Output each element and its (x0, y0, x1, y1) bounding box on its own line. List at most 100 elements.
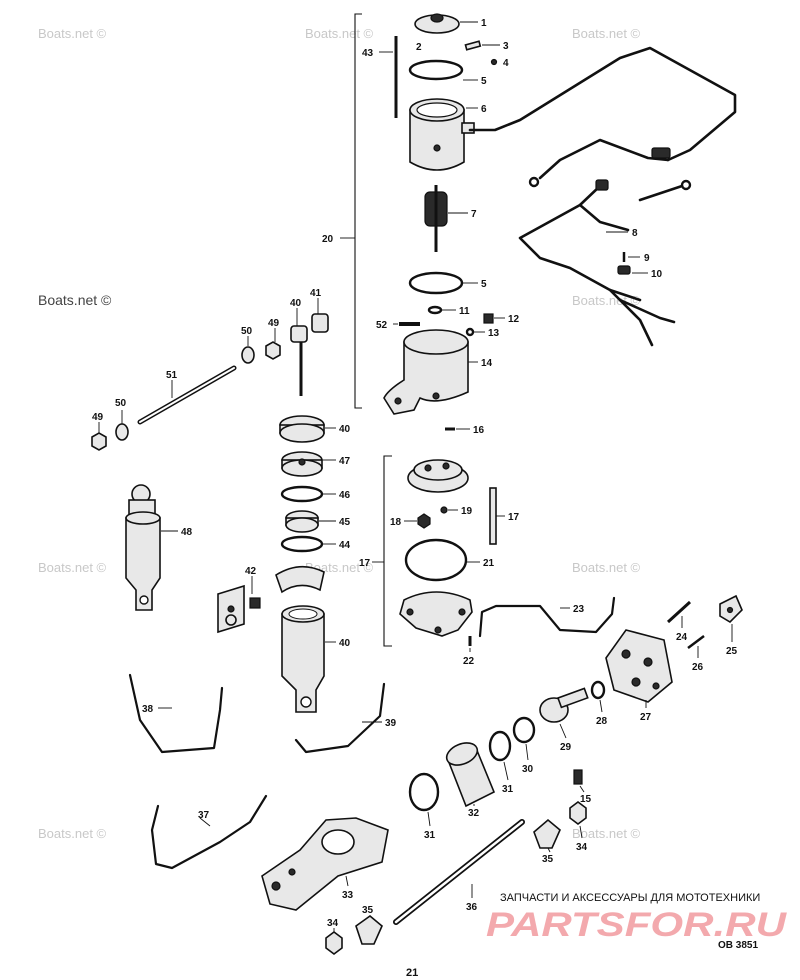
pivot-hardware (91, 298, 329, 451)
callout-labels: 1 2 3 4 5 6 43 7 20 8 9 10 5 11 41 40 49… (92, 18, 738, 929)
callout-number: 34 (576, 842, 588, 853)
callout-number: 39 (385, 718, 397, 729)
washer (115, 423, 129, 441)
washer (427, 305, 443, 315)
callout-number: 3 (503, 41, 509, 52)
bracket-17 (383, 455, 392, 647)
o-ring (488, 730, 512, 762)
motor-housing (409, 109, 465, 171)
callout-number: 21 (483, 558, 495, 569)
callout-number: 15 (580, 794, 592, 805)
screw (490, 58, 498, 66)
bracket-20 (354, 13, 362, 409)
callout-number: 43 (362, 48, 374, 59)
o-ring (280, 535, 324, 553)
callout-number: 31 (424, 830, 436, 841)
o-ring (404, 538, 468, 582)
callout-number: 52 (376, 320, 388, 331)
callout-number: 50 (115, 398, 127, 409)
shop-tagline: ЗАПЧАСТИ И АКСЕССУАРЫ ДЛЯ МОТОТЕХНИКИ (500, 892, 760, 904)
callout-number: 12 (508, 314, 520, 325)
o-ring (512, 716, 536, 744)
brush-spring (464, 40, 482, 51)
trim-components (393, 594, 743, 925)
callout-number: 18 (390, 517, 402, 528)
callout-number: 51 (166, 370, 178, 381)
o-ring (590, 680, 606, 700)
nut (417, 513, 431, 529)
bushing (533, 818, 561, 849)
callout-number: 35 (542, 854, 554, 865)
shop-banner: ЗАПЧАСТИ И АКСЕССУАРЫ ДЛЯ МОТОТЕХНИКИ PA… (486, 892, 788, 944)
callout-number: 10 (651, 269, 663, 280)
callout-number: 29 (560, 742, 572, 753)
nut (569, 801, 587, 825)
hydraulic-line-37 (150, 794, 268, 870)
callout-number: 28 (596, 716, 608, 727)
callout-number: 42 (245, 566, 257, 577)
callout-number: 32 (468, 808, 480, 819)
motor-assembly (340, 13, 505, 431)
callout-number: 31 (502, 784, 514, 795)
callout-number: 11 (459, 306, 470, 317)
callout-number: 25 (726, 646, 738, 657)
link (290, 325, 308, 343)
nut (265, 341, 281, 360)
shock-absorber (125, 484, 178, 611)
washer (241, 346, 255, 364)
nut (325, 931, 343, 955)
callout-number: 40 (290, 298, 302, 309)
callout-number: 46 (339, 490, 351, 501)
ground-wire (538, 138, 670, 180)
page-number: 21 (406, 967, 418, 979)
hydraulic-line-39 (294, 682, 386, 754)
callout-number: 49 (268, 318, 280, 329)
callout-number: 35 (362, 905, 374, 916)
callout-number: 41 (310, 288, 322, 299)
fitting (573, 769, 583, 785)
callout-number: 26 (692, 662, 704, 673)
o-ring (408, 271, 464, 295)
watermark: Boats.net © (305, 26, 374, 41)
valve (489, 487, 497, 545)
callout-number: 22 (463, 656, 475, 667)
bushing (355, 914, 383, 945)
callout-number: 36 (466, 902, 478, 913)
pump-assembly (372, 455, 505, 652)
o-ring (280, 485, 324, 503)
callout-number: 49 (92, 412, 104, 423)
diagram-code: OB 3851 (718, 940, 758, 951)
stern-bracket (261, 817, 389, 911)
watermark: Boats.net © (572, 826, 641, 841)
harness-wire (518, 184, 642, 302)
watermark: Boats.net © (572, 560, 641, 575)
callout-number: 37 (198, 810, 210, 821)
callout-number: 40 (339, 424, 351, 435)
watermark: Boats.net © (38, 26, 107, 41)
valve-block (605, 629, 673, 703)
bolt (666, 600, 692, 624)
shock-body (125, 517, 161, 611)
callout-number: 14 (481, 358, 493, 369)
tilt-cylinder-stack (217, 415, 336, 713)
hydraulic-line-38 (128, 673, 224, 754)
callout-number: 30 (522, 764, 534, 775)
wiring-harness (468, 46, 737, 347)
callout-number: 17 (508, 512, 520, 523)
callout-number: 1 (481, 18, 487, 29)
watermark: Boats.net © (38, 560, 107, 575)
o-ring (408, 772, 440, 812)
pump-body (399, 591, 473, 637)
callout-number: 38 (142, 704, 154, 715)
callout-number: 9 (644, 253, 650, 264)
watermark: Boats.net © (38, 826, 107, 841)
callout-number: 45 (339, 517, 351, 528)
callout-number: 33 (342, 890, 354, 901)
motor-lead-wire (468, 46, 737, 162)
callout-number: 13 (488, 328, 500, 339)
callout-number: 40 (339, 638, 351, 649)
o-ring (408, 59, 464, 81)
callout-number: 16 (473, 425, 485, 436)
callout-number: 48 (181, 527, 193, 538)
callout-number: 20 (322, 234, 334, 245)
